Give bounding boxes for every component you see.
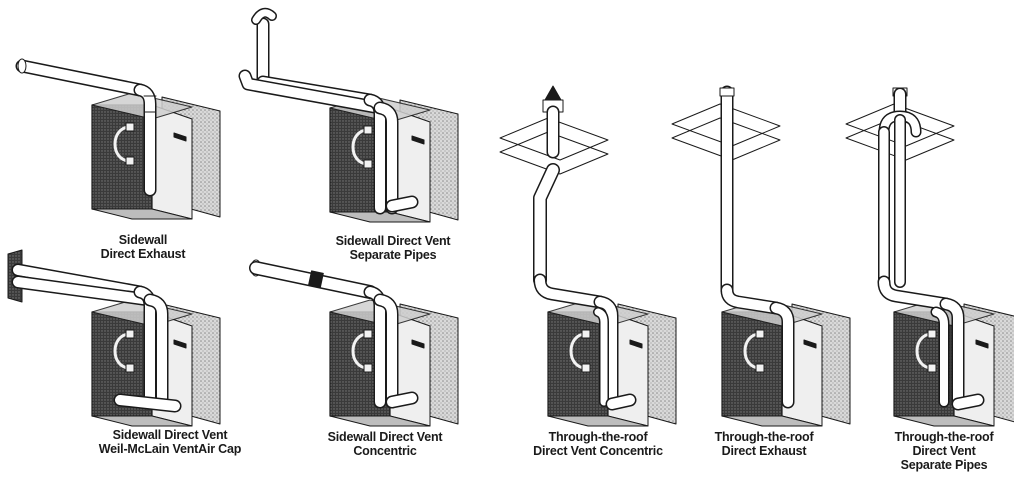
caption-sidewall-direct-vent-ventair-cap: Sidewall Direct Vent Weil-McLain VentAir… [70, 428, 270, 456]
panel-roof-direct-exhaust [671, 85, 852, 428]
panel-roof-separate-pipes [845, 87, 1014, 428]
caption-line: Direct Exhaust [721, 444, 807, 458]
caption-line: Direct Vent Concentric [533, 444, 663, 458]
caption-line: Through-the-roof [894, 430, 994, 444]
caption-line: Sidewall Direct Vent [335, 234, 451, 248]
caption-line: Separate Pipes [900, 458, 988, 472]
caption-line: Direct Exhaust [100, 247, 186, 261]
caption-roof-direct-vent-separate-pipes: Through-the-roof Direct Vent Separate Pi… [878, 430, 1010, 472]
panel-roof-concentric [499, 85, 678, 428]
panel-sidewall-concentric [249, 259, 460, 428]
panel-sidewall-separate-pipes [238, 7, 460, 224]
panel-sidewall-direct-exhaust [15, 58, 222, 221]
caption-roof-direct-vent-concentric: Through-the-roof Direct Vent Concentric [508, 430, 688, 458]
caption-sidewall-direct-exhaust: Sidewall Direct Exhaust [78, 233, 208, 261]
caption-line: Sidewall [118, 233, 168, 247]
caption-line: Sidewall Direct Vent [327, 430, 443, 444]
panel-sidewall-ventair-cap [7, 249, 222, 428]
caption-line: Through-the-roof [714, 430, 814, 444]
caption-roof-direct-exhaust: Through-the-roof Direct Exhaust [694, 430, 834, 458]
caption-sidewall-direct-vent-concentric: Sidewall Direct Vent Concentric [300, 430, 470, 458]
caption-line: Weil-McLain VentAir Cap [98, 442, 242, 456]
caption-line: Through-the-roof [548, 430, 648, 444]
caption-line: Sidewall Direct Vent [112, 428, 228, 442]
caption-sidewall-direct-vent-separate-pipes: Sidewall Direct Vent Separate Pipes [308, 234, 478, 262]
caption-line: Separate Pipes [349, 248, 437, 262]
caption-line: Direct Vent [912, 444, 976, 458]
caption-line: Concentric [353, 444, 417, 458]
